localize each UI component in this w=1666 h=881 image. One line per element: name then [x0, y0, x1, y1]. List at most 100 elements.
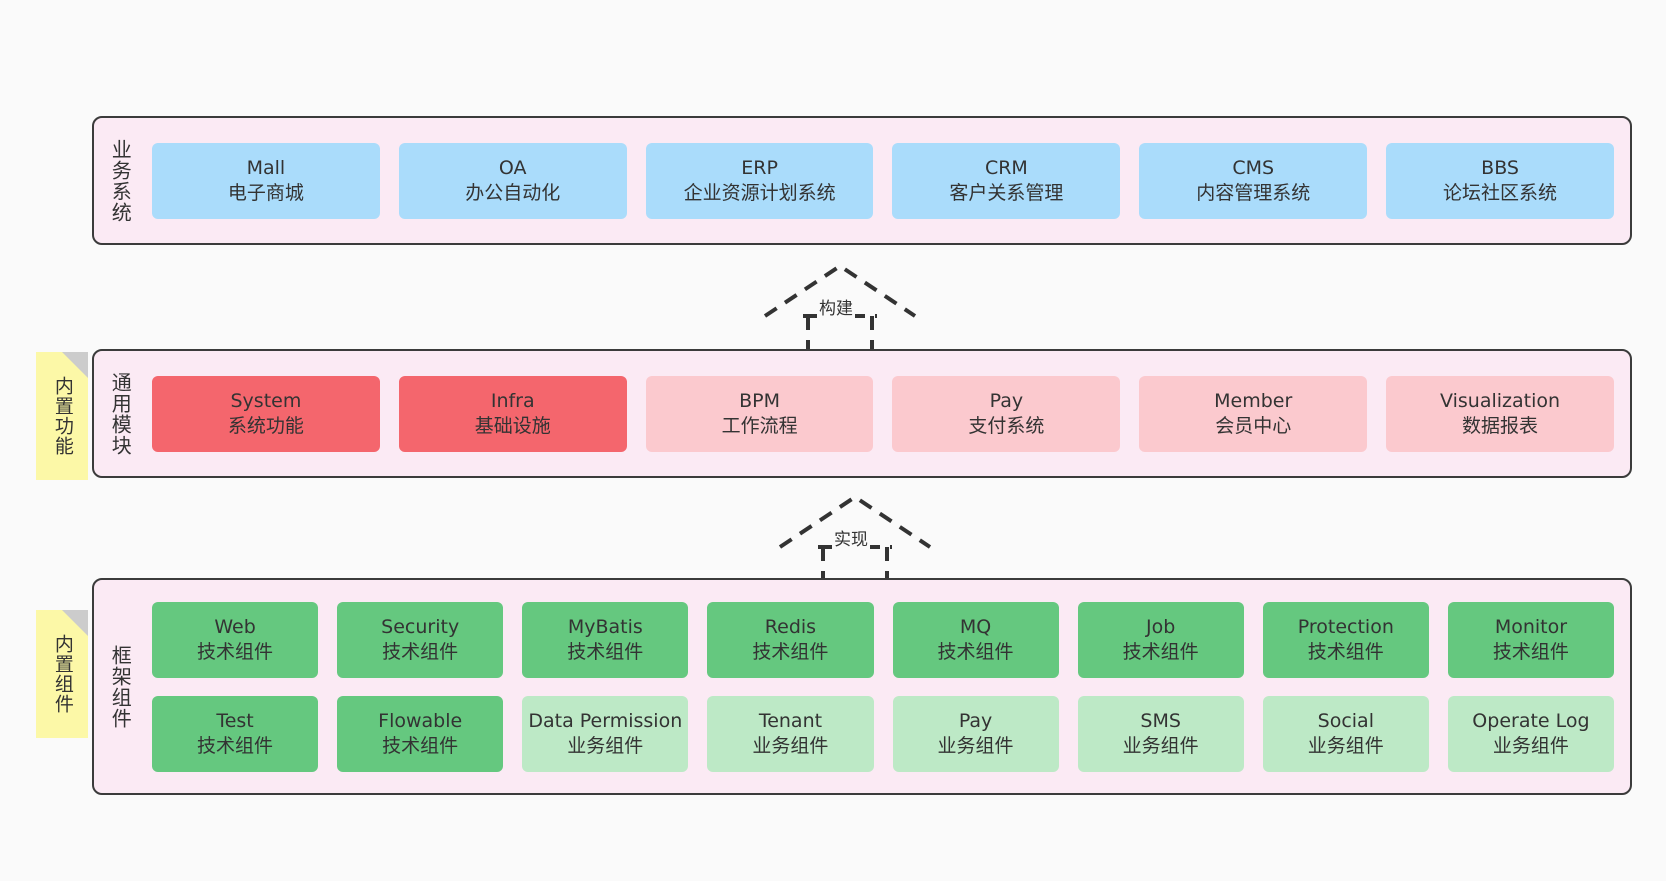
layer-framework-components: 框架组件 Web 技术组件 Security 技术组件 MyBatis 技术组件… [92, 578, 1632, 795]
card-subtitle: 系统功能 [227, 414, 304, 437]
card-monitor[interactable]: Monitor 技术组件 [1447, 601, 1614, 678]
card-subtitle: 技术组件 [197, 734, 274, 757]
card-title: Job [1146, 615, 1176, 638]
card-title: CMS [1232, 156, 1275, 179]
card-operate-log[interactable]: Operate Log 业务组件 [1447, 695, 1614, 772]
card-erp[interactable]: ERP 企业资源计划系统 [645, 142, 874, 219]
card-subtitle: 技术组件 [382, 734, 459, 757]
card-job[interactable]: Job 技术组件 [1077, 601, 1244, 678]
card-protection[interactable]: Protection 技术组件 [1262, 601, 1429, 678]
card-test[interactable]: Test 技术组件 [152, 695, 319, 772]
sticky-note-label: 内置功能 [51, 376, 74, 456]
card-subtitle: 电子商城 [227, 181, 304, 204]
card-title: Mall [246, 156, 286, 179]
card-subtitle: 企业资源计划系统 [683, 181, 836, 204]
card-visualization[interactable]: Visualization 数据报表 [1386, 375, 1614, 452]
card-title: Pay [958, 709, 993, 732]
card-social[interactable]: Social 业务组件 [1262, 695, 1429, 772]
card-infra[interactable]: Infra 基础设施 [398, 375, 627, 452]
card-subtitle: 业务组件 [1492, 734, 1569, 757]
layer-title-common-modules: 通用模块 [108, 371, 133, 456]
card-mybatis[interactable]: MyBatis 技术组件 [522, 601, 689, 678]
card-title: SMS [1140, 709, 1181, 732]
card-subtitle: 会员中心 [1215, 414, 1292, 437]
card-title: Web [214, 615, 256, 638]
card-subtitle: 基础设施 [474, 414, 551, 437]
card-subtitle: 论坛社区系统 [1443, 181, 1558, 204]
card-title: Security [381, 615, 460, 638]
card-title: Infra [490, 389, 535, 412]
card-pay-component[interactable]: Pay 业务组件 [892, 695, 1059, 772]
connector-label-implement: 实现 [832, 525, 870, 550]
card-subtitle: 技术组件 [937, 640, 1014, 663]
sticky-note-builtin-features: 内置功能 [36, 352, 88, 480]
card-subtitle: 业务组件 [1307, 734, 1384, 757]
card-subtitle: 技术组件 [197, 640, 274, 663]
card-system[interactable]: System 系统功能 [152, 375, 380, 452]
card-subtitle: 技术组件 [382, 640, 459, 663]
card-subtitle: 业务组件 [752, 734, 829, 757]
card-cms[interactable]: CMS 内容管理系统 [1139, 142, 1368, 219]
layer-title-business-systems: 业务系统 [108, 138, 133, 223]
card-title: MyBatis [567, 615, 643, 638]
card-subtitle: 客户关系管理 [949, 181, 1064, 204]
card-sms[interactable]: SMS 业务组件 [1077, 695, 1244, 772]
card-title: Pay [989, 389, 1024, 412]
card-subtitle: 技术组件 [567, 640, 644, 663]
sticky-note-builtin-components: 内置组件 [36, 610, 88, 738]
card-subtitle: 工作流程 [721, 414, 798, 437]
card-redis[interactable]: Redis 技术组件 [707, 601, 874, 678]
card-subtitle: 业务组件 [1122, 734, 1199, 757]
card-title: Social [1317, 709, 1374, 732]
card-title: BPM [739, 389, 781, 412]
card-member[interactable]: Member 会员中心 [1139, 375, 1368, 452]
card-title: Tenant [758, 709, 823, 732]
card-tenant[interactable]: Tenant 业务组件 [707, 695, 874, 772]
card-subtitle: 支付系统 [968, 414, 1045, 437]
card-mq[interactable]: MQ 技术组件 [892, 601, 1059, 678]
card-subtitle: 技术组件 [752, 640, 829, 663]
card-flowable[interactable]: Flowable 技术组件 [337, 695, 504, 772]
card-title: Member [1214, 389, 1293, 412]
layer-body-common-modules: System 系统功能 Infra 基础设施 BPM 工作流程 Pay 支付系统… [146, 351, 1630, 476]
card-web[interactable]: Web 技术组件 [152, 601, 319, 678]
layer-title-framework-components: 框架组件 [108, 644, 133, 729]
card-oa[interactable]: OA 办公自动化 [398, 142, 627, 219]
card-bpm[interactable]: BPM 工作流程 [645, 375, 874, 452]
card-subtitle: 业务组件 [567, 734, 644, 757]
connector-label-build: 构建 [817, 294, 855, 319]
card-data-permission[interactable]: Data Permission 业务组件 [522, 695, 689, 772]
card-subtitle: 业务组件 [937, 734, 1014, 757]
card-title: System [230, 389, 302, 412]
card-title: Redis [764, 615, 817, 638]
card-subtitle: 技术组件 [1122, 640, 1199, 663]
connector-build: 构建 [755, 258, 925, 358]
card-pay[interactable]: Pay 支付系统 [892, 375, 1121, 452]
layer-body-framework-components: Web 技术组件 Security 技术组件 MyBatis 技术组件 Redi… [146, 580, 1630, 793]
card-mall[interactable]: Mall 电子商城 [152, 142, 380, 219]
card-title: MQ [959, 615, 992, 638]
card-subtitle: 数据报表 [1462, 414, 1539, 437]
card-row: Web 技术组件 Security 技术组件 MyBatis 技术组件 Redi… [152, 601, 1614, 678]
card-subtitle: 办公自动化 [465, 181, 561, 204]
card-crm[interactable]: CRM 客户关系管理 [892, 142, 1121, 219]
card-row: Test 技术组件 Flowable 技术组件 Data Permission … [152, 695, 1614, 772]
card-subtitle: 内容管理系统 [1196, 181, 1311, 204]
card-subtitle: 技术组件 [1492, 640, 1569, 663]
card-subtitle: 技术组件 [1307, 640, 1384, 663]
card-bbs[interactable]: BBS 论坛社区系统 [1386, 142, 1614, 219]
layer-common-modules: 通用模块 System 系统功能 Infra 基础设施 BPM 工作流程 Pay… [92, 349, 1632, 478]
sticky-note-label: 内置组件 [51, 634, 74, 714]
card-title: Visualization [1440, 389, 1561, 412]
card-security[interactable]: Security 技术组件 [337, 601, 504, 678]
card-title: Test [216, 709, 254, 732]
card-title: CRM [984, 156, 1028, 179]
card-title: BBS [1481, 156, 1519, 179]
card-title: Flowable [378, 709, 463, 732]
card-title: Protection [1297, 615, 1394, 638]
card-title: Operate Log [1472, 709, 1590, 732]
card-title: ERP [741, 156, 778, 179]
card-title: Data Permission [528, 709, 683, 732]
card-title: Monitor [1494, 615, 1568, 638]
